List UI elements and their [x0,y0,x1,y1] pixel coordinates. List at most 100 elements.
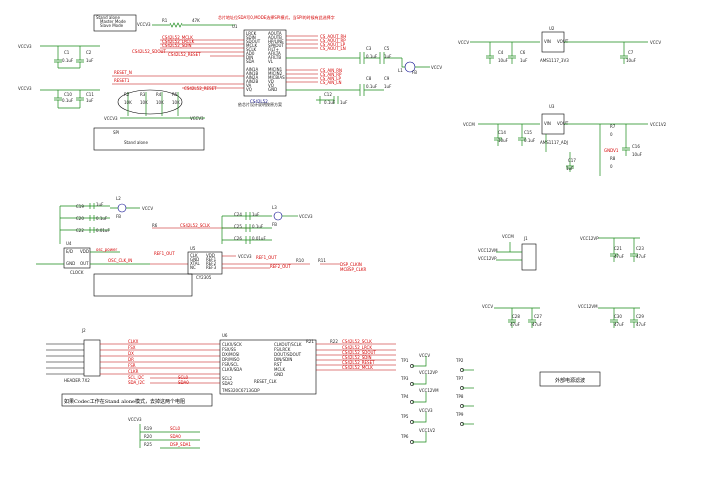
c1-label: C1 [64,50,70,55]
r3-value: 10K [140,100,148,105]
r10-label: R10 [296,258,304,263]
net-label-vgnd: GNDV1 [604,148,619,153]
l1-value: FB [412,70,417,75]
c28-value: 47uF [510,322,521,327]
r25-label: R25 [144,442,152,447]
u3-designator: U3 [549,104,555,109]
stand-alone-box-line-1: SPI [113,130,119,135]
u1-right-net-6: CS_AIN_LP [320,76,341,81]
u6-designator: U6 [222,333,228,338]
mode-box-line-1: Stand alone [96,15,120,20]
r1-value: 47K [192,18,200,23]
u1-pin-l4: SCLK [246,47,257,52]
net-label-ref-out: REF1_OUT [154,251,175,256]
c3-label: C3 [366,46,372,51]
net-label-osc-clk: OSC_CLK_IN [108,258,132,263]
net-label-vccv3-rbank-right: VCCV3 [190,116,204,121]
u1-pin-l7: SDA [246,59,255,64]
u6-pin-l2: DX/MOSI [222,352,240,357]
u5-designator: U5 [190,246,196,251]
u1-pin-l12: VA [246,83,251,88]
tp6-label: TP6 [400,434,409,439]
u5-pin-4: VDD [206,253,215,258]
u5-pin-6: REF2 [206,261,217,266]
c27-label: C27 [534,314,542,319]
r4-label: R4 [156,92,162,97]
u6-reset-label: RESET_CLK [254,379,277,384]
c2-label: C2 [86,50,92,55]
u1-right-net-3: CS_AOUT_LN [320,46,346,51]
net-label-vcc12vm-j1: VCC12VM [478,248,498,253]
c24-value: 1uF [252,212,260,217]
tp7-label: TP7 [455,376,464,381]
c30-label: C30 [614,314,622,319]
r7-value: 0 [610,132,613,137]
j2-net-2: DX [128,351,134,356]
u1-left-net-3: CS42L52_SDOUT [132,49,166,54]
c16-value: 10uF [632,152,643,157]
external-filter-label: 外部电源滤波 [555,377,585,384]
c28-label: C28 [512,314,520,319]
net-label-sda-bottom: SDA0 [170,434,181,439]
r19-label: R19 [144,426,152,431]
u2-designator: U2 [549,26,555,31]
c3-value: 0.1uF [366,54,378,59]
net-label-vccv3-left-2: VCCV3 [18,86,32,91]
external-power-filter-note: 外部电源滤波 [539,371,601,387]
u1-designator: U1 [232,24,238,29]
codec-standalone-text: 如果Codec工作在Stand alone模式，去掉这两个电阻 [64,398,185,405]
u3-regulator: VCCM C14 10uF C15 0.1uF U3 VIN VOUT AMS1… [463,104,667,176]
u1-pin-l0: LRCK [246,31,257,36]
r2-value: 10K [124,100,132,105]
net-label-scl-i2c: SCL_I2C [128,375,144,380]
u6-pin-l0: CLKX/SCK [222,342,242,347]
u1-left-net-2: CS42L52_SDIN [162,43,192,48]
net-label-vccv-caps: VCCV [482,304,493,309]
net-label-vccv3-u5: VCCV3 [238,254,252,259]
u2-pin-vin: VIN [544,39,551,44]
net-label-dsp-clkin: DSP_CLKIN [340,262,362,267]
u1-pin-r3: SPKOUT [268,43,284,48]
net-label-vccv3-rbank-left: VCCV3 [104,116,118,121]
c25-label: C25 [234,224,242,229]
c15-label: C15 [524,130,532,135]
u6-pin-r4: RST [274,362,282,367]
l3-inductor-symbol [273,211,283,221]
u6-pin-l1: FSX/SS [222,347,236,352]
l1-label: L1 [398,68,403,73]
standalone-note-box: SPI Stand alone [93,127,205,151]
u6-pin-r0: CLKOUT/SCLK [274,342,302,347]
u1-right-net-4: CS_AIN_RN [320,68,342,73]
u1-pin-l13: VQ [246,87,252,92]
c7-value: 10uF [626,58,637,63]
u1-pin-r0: AOUTA [268,31,282,36]
j2-net-4: FSR [128,363,136,368]
c4-label: C4 [498,50,504,55]
c9-value: 1uF [384,84,392,89]
c11-value: 1uF [86,98,94,103]
l2-label: L2 [116,196,121,201]
u6-right-net-3: CS42L52_SDIN [342,355,372,360]
u1-pin-r8: MICIN1 [268,67,283,72]
u1-pin-l1: SDIN [246,35,256,40]
u6-part: TMS320C6713GDP [221,388,260,393]
net-label-osc-sclk: CS42L52_SCLK [180,223,210,228]
u4-part: CLOCK [70,270,84,275]
r3-label: R3 [140,92,146,97]
c11-label: C11 [86,92,94,97]
tp5-label: TP5 [400,414,409,419]
u4-designator: U4 [66,241,72,246]
l2-inductor-symbol [117,203,127,213]
u1-pin-l2: SDOUT [246,39,261,44]
l2-value: FB [116,214,121,219]
u1-pin-l5: AD0 [246,51,255,56]
tp1-label: TP1 [400,358,409,363]
u1-caption: 依芯片设计说明按原方案 [238,101,282,107]
u1-pin-r13: GND [268,87,277,92]
c23-label: C23 [636,246,644,251]
c30-value: 47uF [614,322,625,327]
tp4-net: VCC12VM [419,388,439,393]
c23-value: 47uF [636,254,647,259]
tp9-label: TP9 [455,412,464,417]
